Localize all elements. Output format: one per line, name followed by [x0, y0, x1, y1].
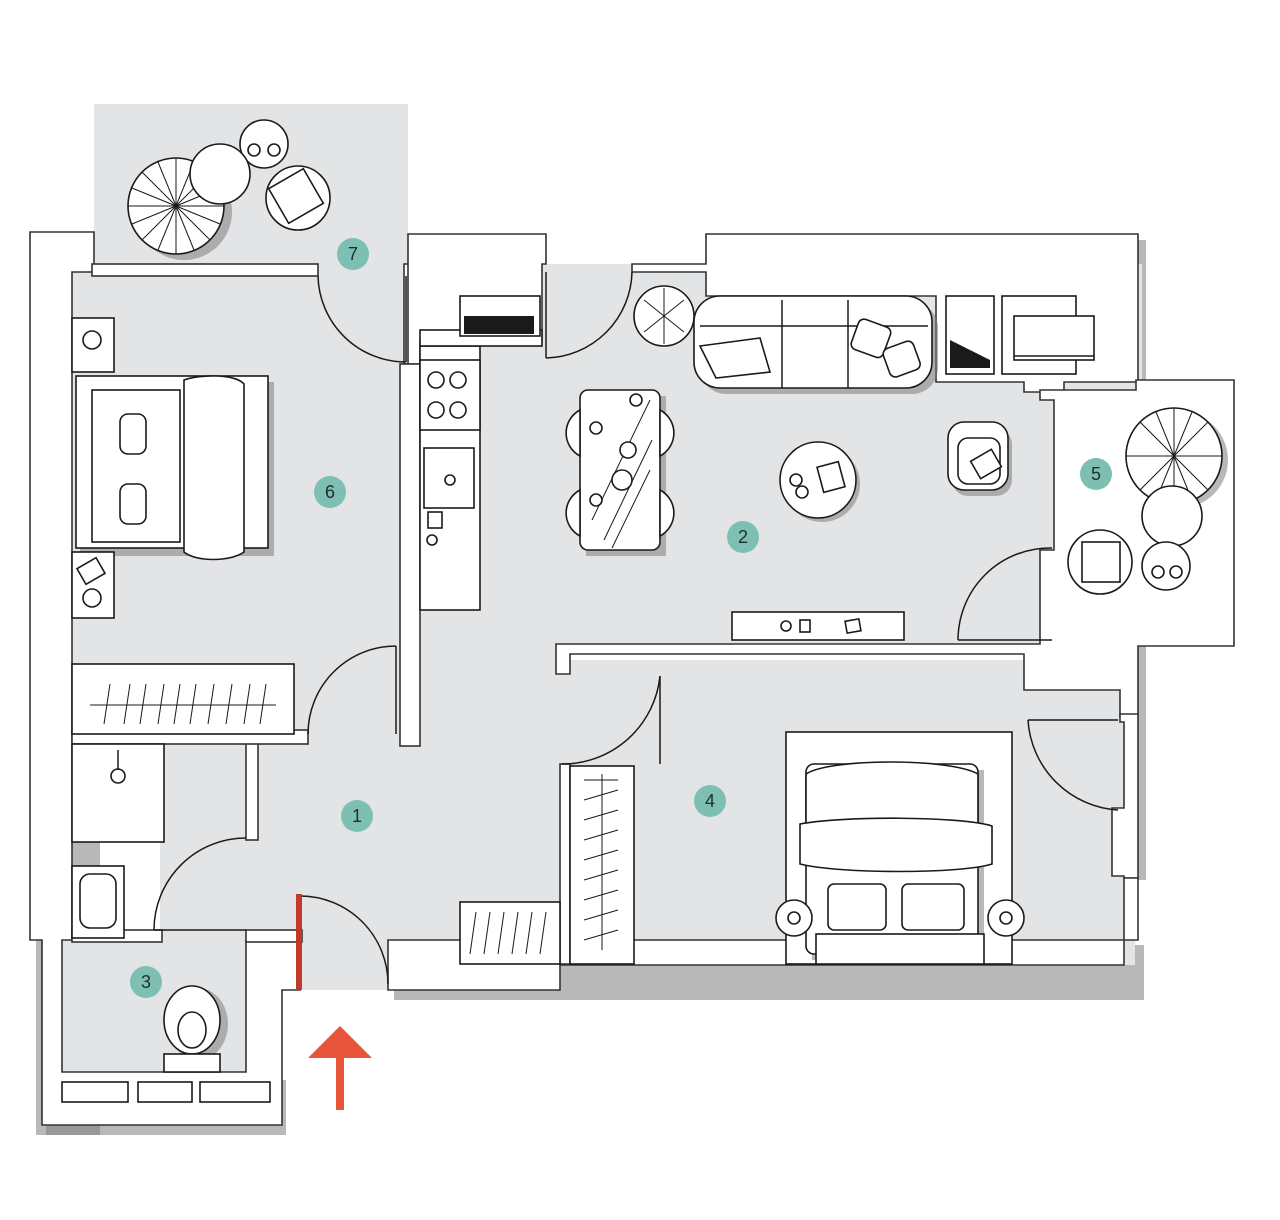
doors [153, 271, 1119, 990]
coffee-table-icon [779, 441, 857, 519]
door-bedroom-6 [307, 645, 397, 735]
room-number-7: 7 [348, 244, 358, 264]
balcony-5-furniture [1067, 407, 1228, 595]
kitchen-furniture [419, 295, 543, 611]
room-number-4: 4 [705, 791, 715, 811]
door-bedroom-4-closet [1027, 719, 1119, 811]
entrance-arrow-icon [308, 1026, 372, 1110]
room-number-2: 2 [738, 527, 748, 547]
chair-icon [189, 143, 251, 205]
entrance-door [299, 895, 389, 985]
living-room-2-furniture [565, 285, 1095, 641]
door-balcony-5 [957, 547, 1053, 641]
side-table-icon [1141, 541, 1191, 591]
shoe-cabinet-icon [459, 901, 561, 965]
room-number-1: 1 [352, 806, 362, 826]
console-table-icon [731, 611, 905, 641]
room-marker-6: 6 [314, 476, 346, 508]
hallway-1-furniture [71, 743, 635, 965]
room-marker-7: 7 [337, 238, 369, 270]
bathroom-3-furniture [61, 985, 271, 1103]
shelf-icon [199, 1081, 271, 1103]
door-bedroom-4 [561, 675, 661, 765]
shelf-icon [137, 1081, 193, 1103]
room-marker-2: 2 [727, 521, 759, 553]
room-number-3: 3 [141, 972, 151, 992]
room-marker-1: 1 [341, 800, 373, 832]
balcony-7-furniture [127, 119, 331, 260]
room-marker-4: 4 [694, 785, 726, 817]
door-kitchen-balcony [545, 271, 633, 359]
room-number-6: 6 [325, 482, 335, 502]
shelf-icon [61, 1081, 129, 1103]
room-marker-5: 5 [1080, 458, 1112, 490]
door-balcony-7 [317, 275, 407, 363]
bedroom-6-furniture [71, 317, 295, 735]
wardrobe-icon [71, 663, 295, 735]
room-marker-3: 3 [130, 966, 162, 998]
chair-icon [1141, 485, 1203, 547]
bedroom-4-furniture [775, 731, 1025, 965]
door-bathroom [153, 837, 247, 931]
room-number-5: 5 [1091, 464, 1101, 484]
room-markers: 7 6 2 5 1 4 3 [130, 238, 1112, 998]
